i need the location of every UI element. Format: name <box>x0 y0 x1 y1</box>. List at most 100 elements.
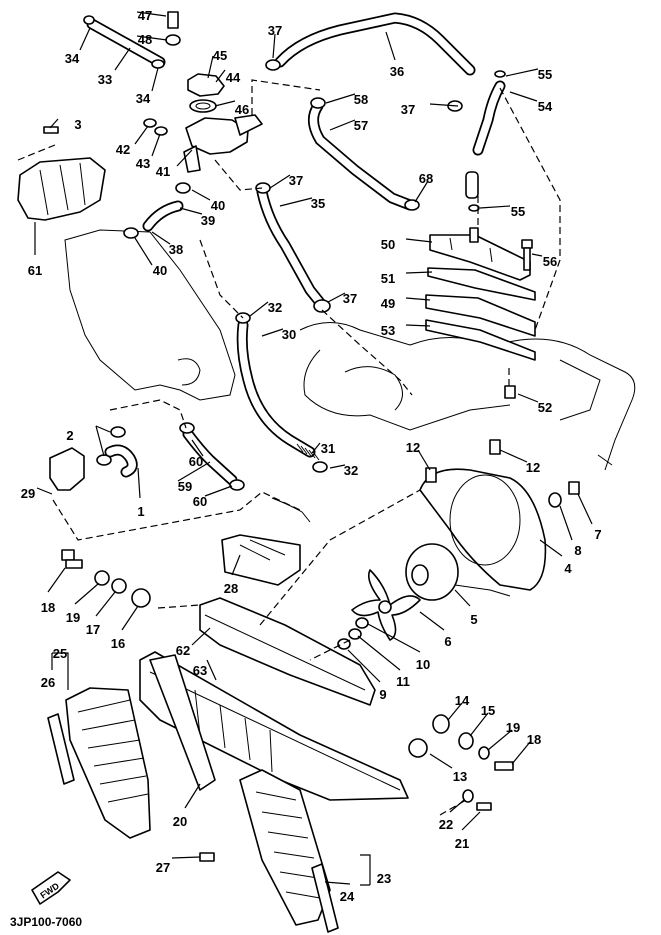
fwd-arrow-icon: FWD <box>31 871 71 905</box>
bolt-3 <box>43 126 59 134</box>
hose-39 <box>142 200 184 232</box>
callout-12: 12 <box>406 440 420 455</box>
bolts-7-8-12 <box>425 439 580 508</box>
callout-16: 16 <box>111 636 125 651</box>
grille-25 <box>65 687 151 839</box>
callout-44: 44 <box>226 70 241 85</box>
callout-49: 49 <box>381 296 395 311</box>
callout-13: 13 <box>453 769 467 784</box>
callout-62: 62 <box>176 643 190 658</box>
callout-32: 32 <box>268 300 282 315</box>
bolt-52 <box>504 385 516 399</box>
gasket-51 <box>427 267 536 301</box>
callout-17: 17 <box>86 622 100 637</box>
callout-63: 63 <box>193 663 207 678</box>
callout-29: 29 <box>21 486 35 501</box>
fan-motor-5 <box>405 543 511 601</box>
gasket-53 <box>425 319 536 361</box>
callout-37: 37 <box>268 23 282 38</box>
callout-23: 23 <box>377 871 391 886</box>
callout-52: 52 <box>538 400 552 415</box>
callout-18: 18 <box>527 732 541 747</box>
diagram-code: 3JP100-7060 <box>10 915 82 929</box>
callout-3: 3 <box>74 117 81 132</box>
callout-14: 14 <box>455 693 470 708</box>
emblem-24 <box>311 863 339 933</box>
callout-34: 34 <box>136 91 151 106</box>
callout-38: 38 <box>169 242 183 257</box>
callout-37: 37 <box>343 291 357 306</box>
radiator-62 <box>139 597 409 801</box>
callout-36: 36 <box>390 64 404 79</box>
hose-35 <box>256 186 328 311</box>
callout-11: 11 <box>396 674 410 689</box>
callout-56: 56 <box>543 254 557 269</box>
callout-45: 45 <box>213 48 227 63</box>
callout-19: 19 <box>506 720 520 735</box>
callout-53: 53 <box>381 323 395 338</box>
callout-60: 60 <box>193 494 207 509</box>
callout-34: 34 <box>65 51 80 66</box>
callout-57: 57 <box>354 118 368 133</box>
hose-36 <box>274 12 476 76</box>
callout-41: 41 <box>156 164 170 179</box>
callout-39: 39 <box>201 213 215 228</box>
callout-40: 40 <box>211 198 225 213</box>
callout-28: 28 <box>224 581 238 596</box>
bolt-56 <box>521 239 533 271</box>
callout-55: 55 <box>511 204 525 219</box>
callout-40: 40 <box>153 263 167 278</box>
fan-shroud-4 <box>419 468 547 591</box>
callout-58: 58 <box>354 92 368 107</box>
callout-12: 12 <box>526 460 540 475</box>
callout-18: 18 <box>41 600 55 615</box>
callout-51: 51 <box>381 271 395 286</box>
hose-30 <box>236 319 316 458</box>
thermostat-housing <box>165 11 263 173</box>
callout-6: 6 <box>444 634 451 649</box>
callout-22: 22 <box>439 817 453 832</box>
callout-4: 4 <box>564 561 572 576</box>
callout-27: 27 <box>156 860 170 875</box>
callout-47: 47 <box>138 8 152 23</box>
callout-43: 43 <box>136 156 150 171</box>
callout-55: 55 <box>538 67 552 82</box>
callout-9: 9 <box>379 687 386 702</box>
callout-30: 30 <box>282 327 296 342</box>
callout-26: 26 <box>41 675 55 690</box>
fitting-2 <box>49 447 85 491</box>
callout-33: 33 <box>98 72 112 87</box>
callout-42: 42 <box>116 142 130 157</box>
sensor-28 <box>221 497 311 586</box>
nuts-9-10-11 <box>337 617 369 650</box>
radiator-frame-20 <box>149 654 216 791</box>
grommets-13-19 <box>61 549 514 862</box>
callout-50: 50 <box>381 237 395 252</box>
callout-21: 21 <box>455 836 469 851</box>
callout-2: 2 <box>66 428 73 443</box>
callout-35: 35 <box>311 196 325 211</box>
hose-57 <box>308 100 416 211</box>
callout-19: 19 <box>66 610 80 625</box>
hose-59 <box>182 428 238 486</box>
leader-lines <box>34 11 593 886</box>
callout-10: 10 <box>416 657 430 672</box>
callout-37: 37 <box>289 173 303 188</box>
callout-15: 15 <box>481 703 495 718</box>
callout-48: 48 <box>138 32 152 47</box>
callout-59: 59 <box>178 479 192 494</box>
callout-68: 68 <box>419 171 433 186</box>
callout-37: 37 <box>401 102 415 117</box>
callout-61: 61 <box>28 263 42 278</box>
hose-54 <box>472 80 506 156</box>
fan-blade-6 <box>351 569 421 641</box>
callout-31: 31 <box>321 441 335 456</box>
callout-46: 46 <box>235 102 249 117</box>
callout-20: 20 <box>173 814 187 829</box>
callout-5: 5 <box>470 612 477 627</box>
clamps <box>83 15 506 491</box>
spring-31 <box>296 443 320 461</box>
radiator-shroud-outline <box>64 229 236 401</box>
